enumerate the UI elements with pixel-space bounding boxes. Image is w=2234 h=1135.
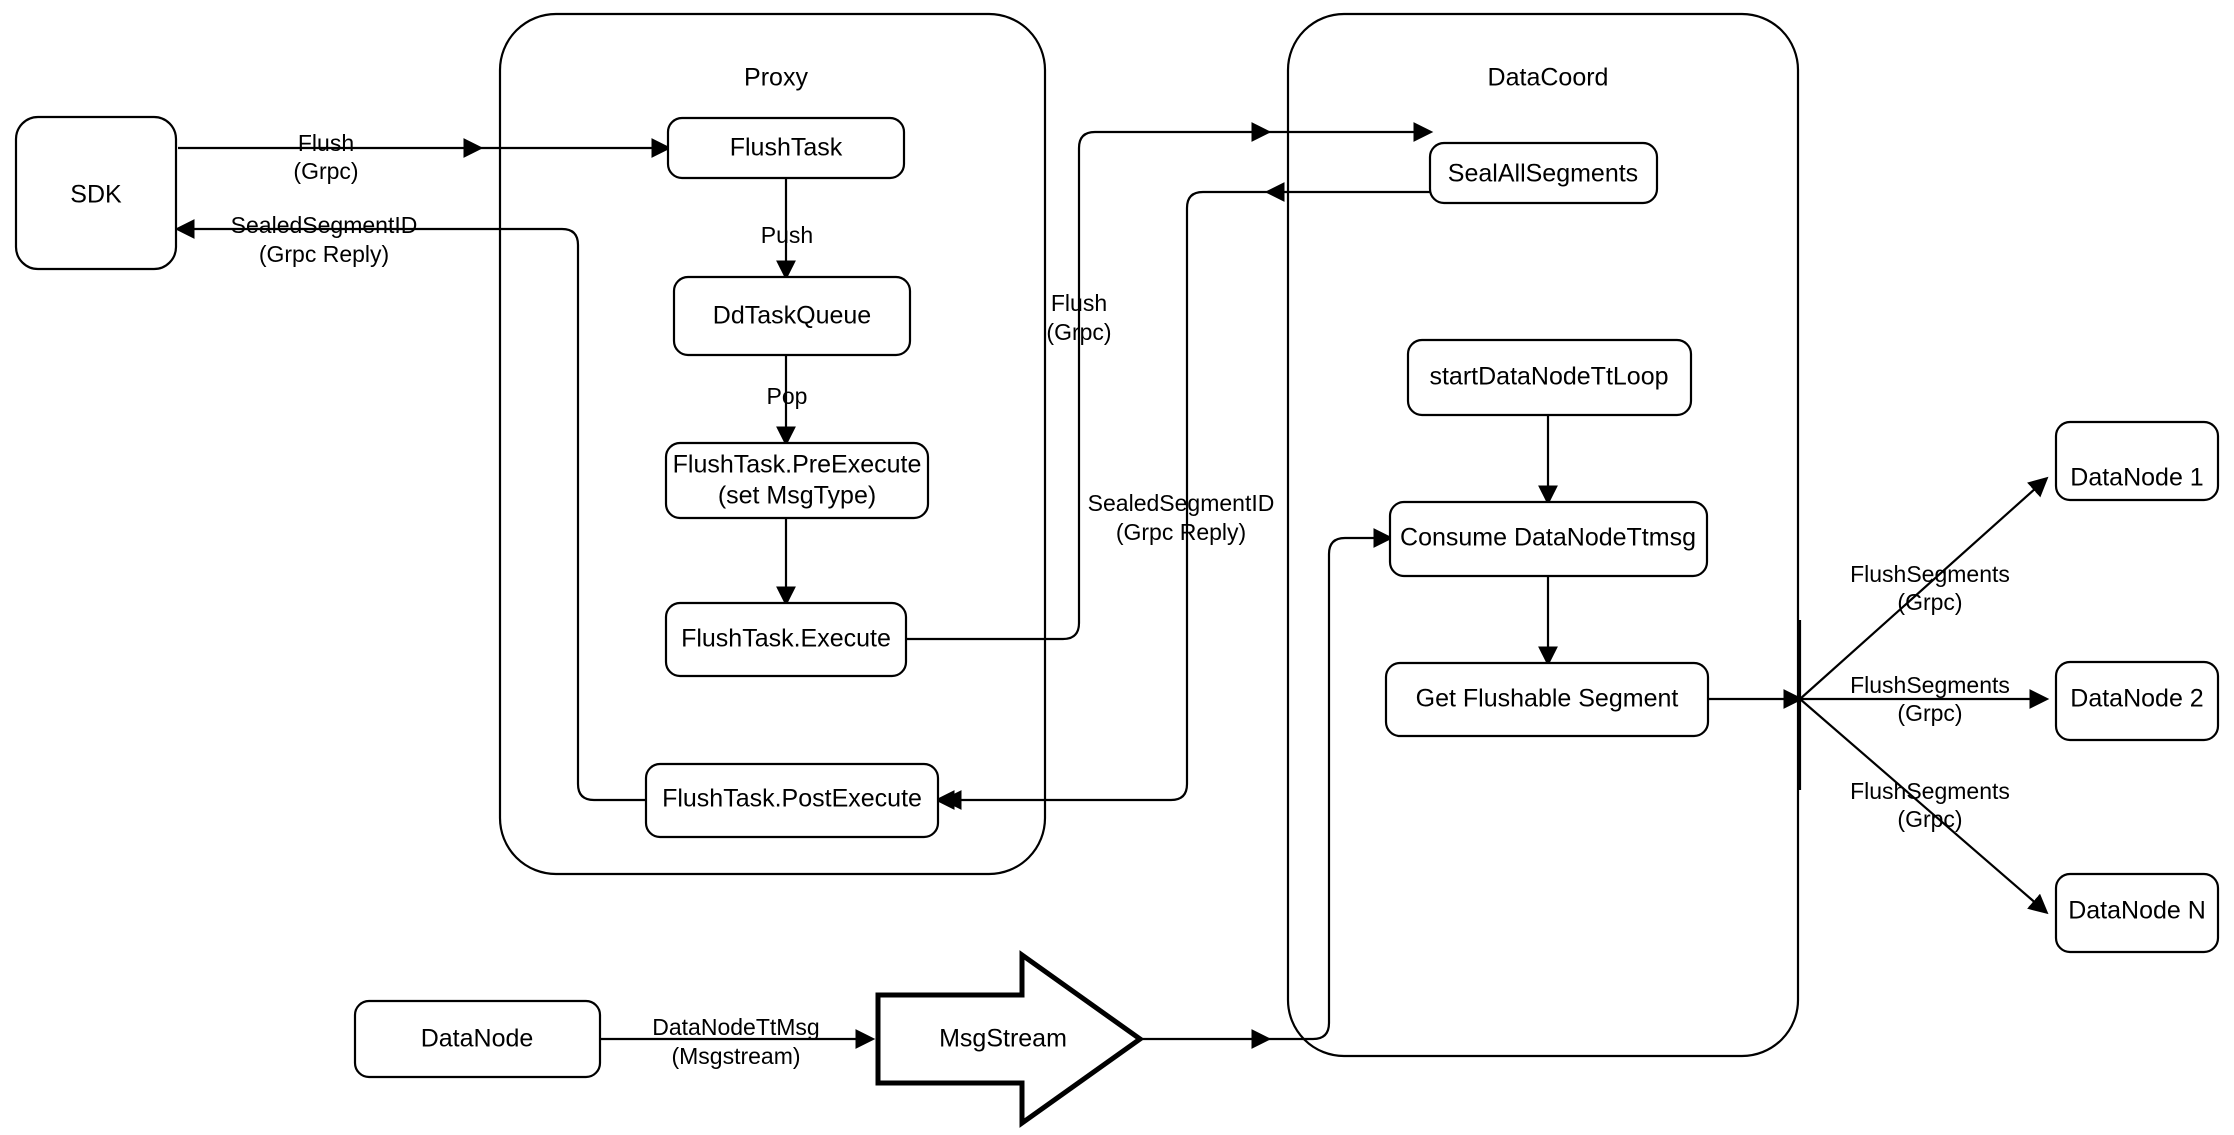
- edge-label-flushsegments-1-line1: FlushSegments: [1850, 561, 2010, 587]
- node-get-flushable-segment[interactable]: [1384, 661, 1710, 738]
- edge-postexecute-to-sdk-reply: [480, 227, 646, 802]
- node-start-datanode-tt-loop-label: startDataNodeTtLoop: [1429, 363, 1668, 391]
- node-flushtask-preexecute-label-line2: (set MsgType): [718, 482, 876, 510]
- node-flushtask-preexecute[interactable]: [664, 441, 930, 520]
- node-sealallsegments[interactable]: [1428, 141, 1659, 205]
- edge-label-flushsegments-2-line2: (Grpc): [1897, 700, 1962, 726]
- node-datanode-n[interactable]: [2054, 872, 2220, 954]
- node-datanode-bottom-label: DataNode: [421, 1025, 534, 1053]
- edge-label-flushsegments-2-line1: FlushSegments: [1850, 672, 2010, 698]
- edge-label-datacoord-proxy-reply-line1: SealedSegmentID: [1088, 490, 1275, 516]
- node-datanode-2[interactable]: [2054, 660, 2220, 742]
- datacoord-container-label: DataCoord: [1488, 64, 1609, 92]
- edge-label-pop: Pop: [767, 383, 808, 409]
- node-datanode-n-label: DataNode N: [2068, 897, 2206, 925]
- node-flushtask-label: FlushTask: [730, 134, 843, 162]
- node-sealallsegments-label: SealAllSegments: [1448, 160, 1638, 188]
- node-get-flushable-segment-label: Get Flushable Segment: [1416, 685, 1679, 713]
- edge-datacoord-to-consume-ttmsg: [1268, 528, 1394, 1041]
- edge-label-sdk-flush-line1: Flush: [298, 130, 354, 156]
- node-flushtask-postexecute-label: FlushTask.PostExecute: [662, 785, 922, 813]
- edge-label-proxy-datacoord-flush-line2: (Grpc): [1046, 319, 1111, 345]
- node-flushtask-preexecute-label-line1: FlushTask.PreExecute: [673, 451, 922, 479]
- edge-datacoord-to-postexecute: [941, 190, 1268, 810]
- edge-label-flushsegments-n-line1: FlushSegments: [1850, 778, 2010, 804]
- edge-junction-to-datanode1: [1799, 476, 2049, 700]
- node-start-datanode-tt-loop[interactable]: [1406, 338, 1693, 417]
- node-msgstream-label: MsgStream: [939, 1025, 1067, 1053]
- node-sdk-label: SDK: [70, 181, 122, 209]
- node-flushtask[interactable]: [666, 116, 906, 180]
- node-flushtask-postexecute[interactable]: [644, 762, 940, 839]
- edge-label-sdk-flush-line2: (Grpc): [293, 158, 358, 184]
- node-consume-datanode-ttmsg-label: Consume DataNodeTtmsg: [1400, 524, 1696, 552]
- node-sdk[interactable]: [14, 115, 178, 271]
- edge-label-datanode-ttmsg-line1: DataNodeTtMsg: [652, 1014, 819, 1040]
- node-flushtask-execute-label: FlushTask.Execute: [681, 625, 891, 653]
- edge-label-datanode-ttmsg-line2: (Msgstream): [671, 1043, 800, 1069]
- node-datanode-1-label: DataNode 1: [2070, 464, 2203, 492]
- edge-label-sealedsegmentid-line1: SealedSegmentID: [231, 212, 418, 238]
- edge-label-datacoord-proxy-reply-line2: (Grpc Reply): [1116, 519, 1246, 545]
- node-flushtask-execute[interactable]: [664, 601, 908, 678]
- node-datanode-1[interactable]: [2054, 420, 2220, 502]
- node-datanode-2-label: DataNode 2: [2070, 685, 2203, 713]
- edge-label-sealedsegmentid-line2: (Grpc Reply): [259, 241, 389, 267]
- node-ddtaskqueue-label: DdTaskQueue: [713, 302, 871, 330]
- edge-execute-to-datacoord: [906, 122, 1272, 641]
- node-consume-datanode-ttmsg[interactable]: [1388, 500, 1709, 578]
- edge-label-flushsegments-1-line2: (Grpc): [1897, 589, 1962, 615]
- edge-junction-to-datanoden: [1799, 698, 2049, 915]
- edge-label-proxy-datacoord-flush-line1: Flush: [1051, 290, 1107, 316]
- msgstream-block-arrow: [875, 950, 1145, 1128]
- node-datanode-bottom[interactable]: [353, 999, 602, 1079]
- edge-label-push: Push: [761, 222, 813, 248]
- edge-label-flushsegments-n-line2: (Grpc): [1897, 806, 1962, 832]
- proxy-container-label: Proxy: [744, 64, 808, 92]
- node-ddtaskqueue[interactable]: [672, 275, 912, 357]
